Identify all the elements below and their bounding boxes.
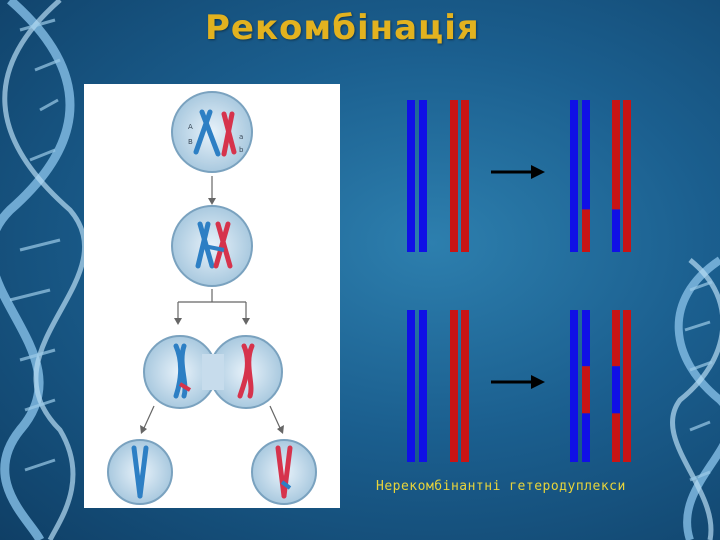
dna-strand-segment-after bbox=[612, 366, 620, 414]
gene-label: A bbox=[188, 123, 193, 131]
dna-strand-segment-after bbox=[570, 100, 578, 252]
dna-helix-right-decoration bbox=[670, 256, 720, 540]
dna-strand-segment-after bbox=[612, 209, 620, 252]
gene-label: b bbox=[239, 146, 244, 154]
cell-prophase: A a B b bbox=[171, 91, 253, 173]
dna-strand-before bbox=[419, 310, 427, 462]
arrowhead bbox=[531, 375, 545, 389]
dna-strand-before bbox=[407, 100, 415, 252]
arrowhead bbox=[208, 198, 216, 205]
cell-anaphase-dividing bbox=[143, 335, 283, 409]
dna-strand-before bbox=[461, 100, 469, 252]
daughter-cell-right bbox=[251, 439, 317, 505]
dna-strand-segment-after bbox=[612, 100, 620, 210]
daughter-cell-left bbox=[107, 439, 173, 505]
diagram-caption: Нерекомбінантні гетеродуплекси bbox=[376, 479, 626, 494]
slide-title: Рекомбінація bbox=[205, 8, 480, 48]
dna-helix-left-decoration bbox=[0, 0, 87, 540]
meiosis-illustration: A a B b bbox=[84, 84, 340, 508]
dna-strand-segment-after bbox=[612, 310, 620, 367]
dna-strand-before bbox=[450, 100, 458, 252]
cell-metaphase bbox=[171, 205, 253, 287]
dna-strand-segment-after bbox=[582, 413, 590, 462]
gene-label: a bbox=[239, 133, 243, 141]
dna-strand-segment-after bbox=[570, 310, 578, 462]
dna-strand-before bbox=[450, 310, 458, 462]
heteroduplex-diagram bbox=[407, 100, 631, 462]
dna-strand-before bbox=[461, 310, 469, 462]
dna-strand-segment-after bbox=[582, 209, 590, 252]
dna-strand-segment-after bbox=[582, 100, 590, 210]
dna-strand-before bbox=[407, 310, 415, 462]
arrowhead bbox=[531, 165, 545, 179]
meiosis-drawing: A a B b bbox=[107, 91, 317, 505]
dna-strand-before bbox=[419, 100, 427, 252]
dna-strand-segment-after bbox=[582, 366, 590, 414]
gene-label: B bbox=[188, 138, 193, 146]
dna-strand-segment-after bbox=[623, 310, 631, 462]
dna-strand-segment-after bbox=[582, 310, 590, 367]
dna-strand-segment-after bbox=[623, 100, 631, 252]
dna-strand-segment-after bbox=[612, 413, 620, 462]
